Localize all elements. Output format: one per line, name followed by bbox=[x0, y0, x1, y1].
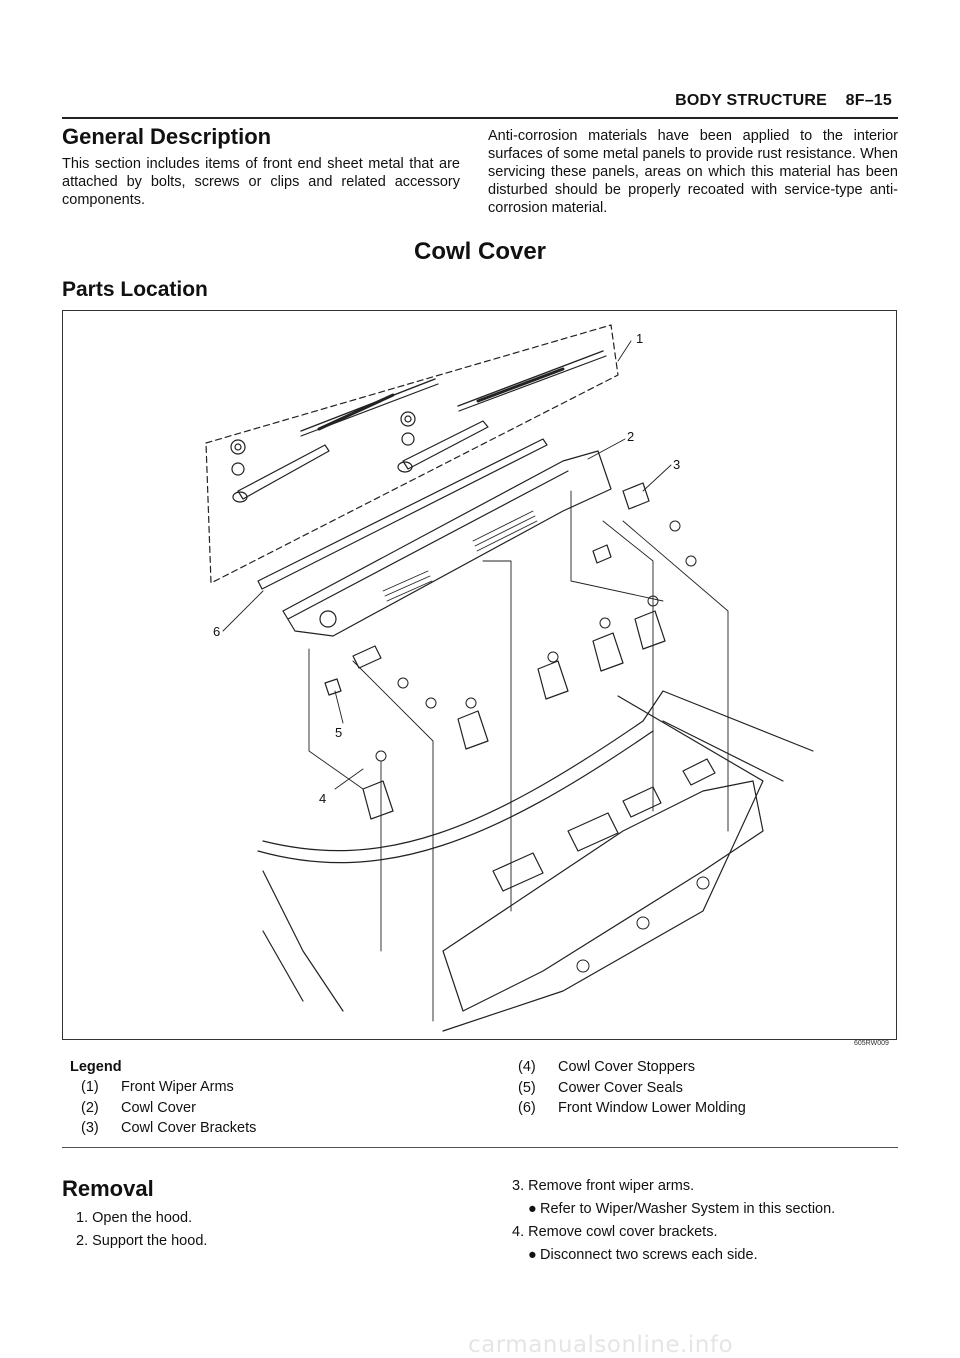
cowl-cover-seal bbox=[592, 544, 612, 564]
general-description-title: General Description bbox=[62, 124, 272, 149]
general-description-text: This section includes items of front end… bbox=[62, 156, 460, 208]
legend-column-left: (1)Front Wiper Arms (2)Cowl Cover (3)Cow… bbox=[81, 1079, 256, 1141]
front-window-lower-molding bbox=[257, 438, 548, 590]
page-header: BODY STRUCTURE 8F–15 bbox=[675, 92, 892, 110]
bullet-icon: ● bbox=[528, 1247, 537, 1263]
bullet-icon: ● bbox=[528, 1201, 537, 1217]
front-wiper-arm-left bbox=[230, 378, 439, 503]
callout-4: 4 bbox=[319, 791, 326, 806]
header-section: BODY STRUCTURE bbox=[675, 92, 827, 109]
legend-heading: Legend bbox=[70, 1059, 122, 1075]
legend-item: (5)Cower Cover Seals bbox=[518, 1079, 683, 1096]
removal-title: Removal bbox=[62, 1176, 154, 1201]
cowl-cover-seal-left bbox=[324, 678, 342, 696]
removal-step: 4. Remove cowl cover brackets. bbox=[512, 1224, 718, 1240]
removal-substep: ●Refer to Wiper/Washer System in this se… bbox=[528, 1201, 836, 1217]
legend-item: (2)Cowl Cover bbox=[81, 1099, 196, 1116]
callout-3: 3 bbox=[673, 457, 680, 472]
removal-step: 1. Open the hood. bbox=[76, 1210, 193, 1226]
legend-item: (3)Cowl Cover Brackets bbox=[81, 1120, 257, 1136]
legend-item: (6)Front Window Lower Molding bbox=[518, 1100, 746, 1116]
removal-steps-left: 1. Open the hood. 2. Support the hood. bbox=[76, 1210, 207, 1256]
vehicle-body-outline bbox=[257, 690, 814, 1032]
cowl-cover-bracket bbox=[622, 482, 650, 510]
cowl-cover-stoppers bbox=[362, 610, 666, 820]
section-title: Cowl Cover bbox=[413, 238, 547, 265]
legend-item: (1)Front Wiper Arms bbox=[81, 1079, 234, 1095]
callout-1: 1 bbox=[636, 331, 643, 346]
watermark: carmanualsonline.info bbox=[468, 1332, 734, 1358]
parts-location-figure: 1 2 3 4 5 6 bbox=[62, 310, 897, 1040]
header-page-number: 8F–15 bbox=[845, 92, 892, 109]
figure-code: 605RW009 bbox=[854, 1040, 889, 1047]
anti-corrosion-text: Anti-corrosion materials have been appli… bbox=[488, 128, 898, 216]
parts-location-title: Parts Location bbox=[62, 278, 208, 301]
cowl-cover-bracket-left bbox=[352, 645, 382, 669]
cowl-cover-exploded-diagram: 1 2 3 4 5 6 bbox=[205, 324, 814, 1032]
legend-item: (4)Cowl Cover Stoppers bbox=[518, 1059, 695, 1075]
removal-step: 2. Support the hood. bbox=[76, 1233, 208, 1249]
removal-steps-right: 3. Remove front wiper arms. ●Refer to Wi… bbox=[512, 1178, 835, 1270]
removal-step: 3. Remove front wiper arms. bbox=[512, 1178, 695, 1194]
removal-substep: ●Disconnect two screws each side. bbox=[528, 1247, 758, 1263]
front-wiper-arm-right bbox=[397, 350, 607, 473]
callout-5: 5 bbox=[335, 725, 342, 740]
header-rule bbox=[62, 117, 898, 119]
callout-2: 2 bbox=[627, 429, 634, 444]
cowl-cover-panel bbox=[282, 450, 612, 637]
wiper-arms-group-outline bbox=[205, 324, 619, 584]
legend-rule bbox=[62, 1147, 898, 1148]
callout-6: 6 bbox=[213, 624, 220, 639]
legend-column-right: (4)Cowl Cover Stoppers (5)Cower Cover Se… bbox=[518, 1059, 746, 1121]
screws bbox=[375, 520, 710, 973]
